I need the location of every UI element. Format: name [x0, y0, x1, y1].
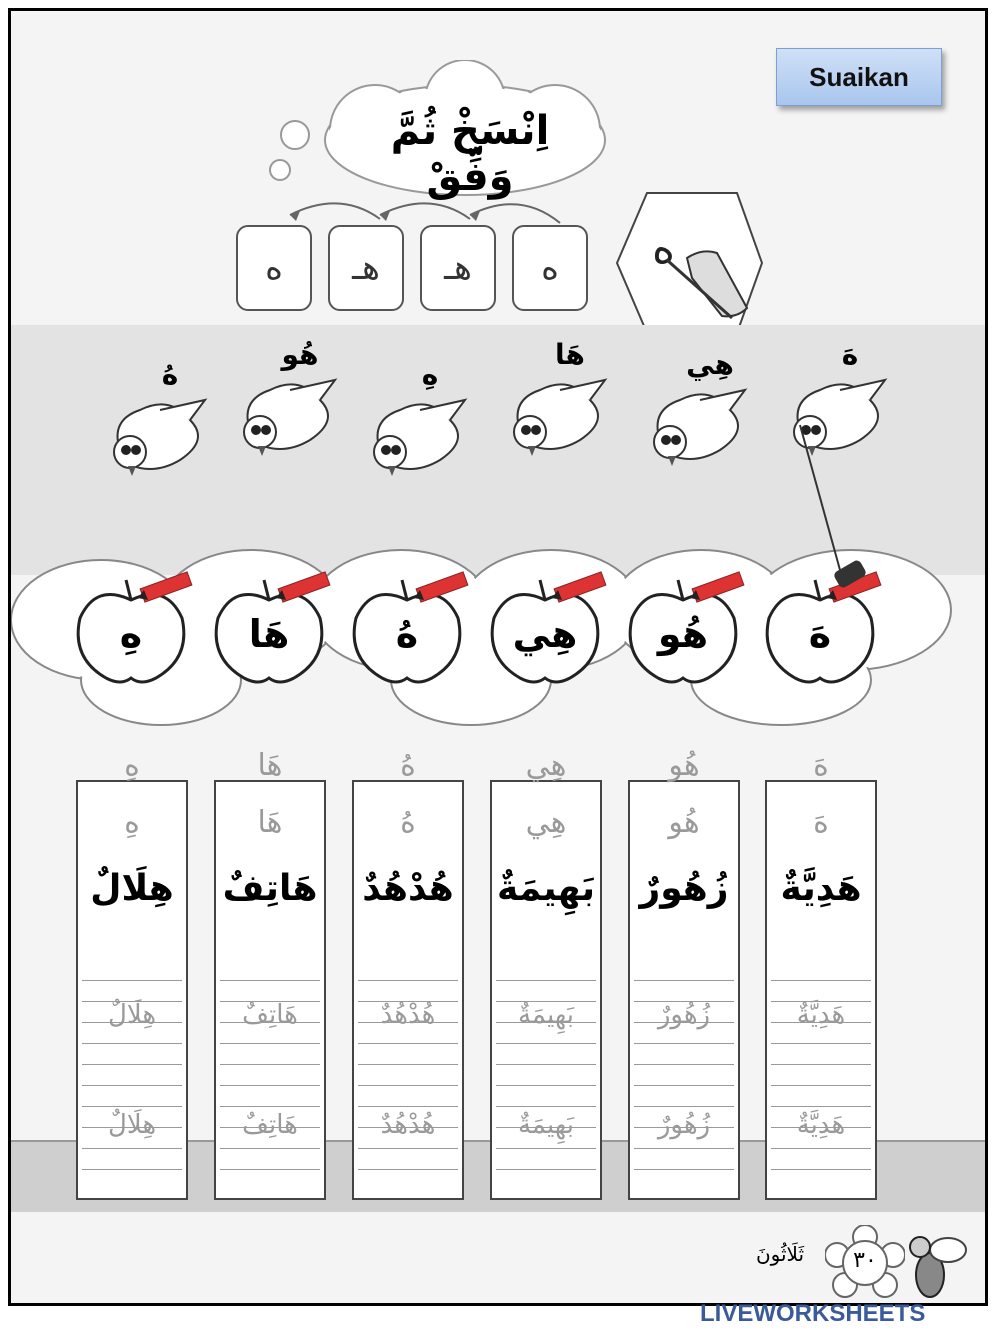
tracing-syllable[interactable]: هُو	[668, 748, 700, 783]
example-word: بَهِيمَةٌ	[497, 868, 595, 909]
apple-label: هِ	[119, 612, 143, 656]
apple-icon	[352, 579, 462, 684]
tracing-syllable[interactable]: هَ	[813, 805, 829, 840]
apple-label: هِي	[512, 612, 578, 656]
tracing-word[interactable]: هُدْهُدٌ	[380, 1000, 436, 1030]
bird-label: هَ	[841, 338, 859, 371]
apple-label: هُ	[395, 612, 419, 656]
hand-writing-guide-icon: ه	[615, 192, 764, 334]
handwriting-lines[interactable]	[634, 960, 734, 1170]
apple-icon	[628, 579, 738, 684]
tracing-word[interactable]: بَهِيمَةٌ	[517, 1000, 575, 1030]
bird-card[interactable]	[100, 380, 220, 490]
bird-card[interactable]	[360, 380, 480, 490]
tracing-syllable[interactable]: هِ	[124, 748, 140, 783]
bird-card[interactable]	[640, 370, 760, 480]
pencil-icon	[690, 571, 745, 603]
handwriting-lines[interactable]	[358, 960, 458, 1170]
tracing-syllable[interactable]: هُ	[400, 748, 416, 783]
tracing-word[interactable]: بَهِيمَةٌ	[517, 1110, 575, 1140]
tracing-word[interactable]: هِلَالٌ	[107, 1000, 157, 1030]
handwriting-lines[interactable]	[771, 960, 871, 1170]
tracing-syllable[interactable]: هِي	[525, 748, 567, 783]
tracing-word[interactable]: هَاتِفٌ	[242, 1110, 298, 1140]
stroke-step-3: هـ	[328, 225, 404, 311]
bird-label: هِ	[421, 358, 439, 391]
bird-label: هَا	[555, 338, 585, 371]
apple-icon	[490, 579, 600, 684]
apple-label: هُو	[657, 612, 709, 656]
apple-target[interactable]	[480, 571, 610, 688]
stroke-step-1: ه	[512, 225, 588, 311]
apple-icon	[214, 579, 324, 684]
tracing-word[interactable]: هِلَالٌ	[107, 1110, 157, 1140]
bird-icon	[513, 378, 608, 456]
example-word: هَاتِفٌ	[222, 868, 318, 909]
example-word: هِلَالٌ	[90, 868, 174, 909]
apple-label: هَا	[248, 612, 290, 656]
apple-target[interactable]	[755, 571, 885, 688]
apple-label: هَ	[808, 612, 832, 656]
example-word: زُهُورٌ	[639, 868, 729, 909]
tracing-word[interactable]: هَدِيَّةٌ	[796, 1000, 846, 1030]
page-number-word: ثَلَاثُونَ	[755, 1242, 805, 1266]
example-word: هُدْهُدٌ	[362, 868, 454, 909]
apple-icon	[76, 579, 186, 684]
suaikan-button[interactable]: Suaikan	[776, 48, 942, 106]
tracing-word[interactable]: زُهُورٌ	[657, 1000, 711, 1030]
apple-target[interactable]	[618, 571, 748, 688]
tracing-word[interactable]: هُدْهُدٌ	[380, 1110, 436, 1140]
liveworksheets-watermark: LIVEWORKSHEETS	[700, 1300, 926, 1327]
stroke-step-2: هـ	[420, 225, 496, 311]
apple-target[interactable]	[66, 571, 196, 688]
tracing-syllable[interactable]: هَا	[257, 805, 283, 840]
tracing-syllable[interactable]: هِ	[124, 805, 140, 840]
tracing-syllable[interactable]: هُو	[668, 805, 700, 840]
stroke-step-4: ه	[236, 225, 312, 311]
apple-icon	[765, 579, 875, 684]
step-arrows	[289, 202, 561, 224]
bird-icon	[373, 398, 468, 476]
handwriting-lines[interactable]	[496, 960, 596, 1170]
bee-icon	[909, 1236, 967, 1298]
apple-target[interactable]	[342, 571, 472, 688]
handwriting-lines[interactable]	[220, 960, 320, 1170]
apple-target[interactable]	[204, 571, 334, 688]
svg-text:ه: ه	[652, 223, 675, 274]
example-word: هَدِيَّةٌ	[780, 868, 862, 909]
pencil-icon	[276, 571, 331, 603]
bird-icon	[653, 388, 748, 466]
page-number: ٣٠	[853, 1248, 877, 1273]
tracing-word[interactable]: هَدِيَّةٌ	[796, 1110, 846, 1140]
bird-card[interactable]	[500, 360, 620, 470]
pencil-icon	[827, 571, 882, 603]
bird-icon	[243, 378, 338, 456]
bird-icon	[793, 378, 888, 456]
pencil-icon	[138, 571, 193, 603]
flower-page-badge-icon	[825, 1225, 905, 1298]
connector-line	[799, 424, 866, 588]
bird-label: هُ	[161, 358, 179, 391]
pencil-icon	[552, 571, 607, 603]
bird-label: هُو	[281, 338, 319, 371]
instruction-title: اِنْسَخْ ثُمَّ وَفِّقْ	[390, 108, 550, 200]
tracing-syllable[interactable]: هَا	[257, 748, 283, 783]
handwriting-lines[interactable]	[82, 960, 182, 1170]
tracing-syllable[interactable]: هِي	[525, 805, 567, 840]
tracing-syllable[interactable]: هُ	[400, 805, 416, 840]
title-cloud	[269, 60, 606, 196]
bird-card[interactable]	[230, 360, 350, 470]
tracing-syllable[interactable]: هَ	[813, 748, 829, 783]
pencil-icon	[414, 571, 469, 603]
bird-card[interactable]	[780, 360, 900, 470]
tracing-word[interactable]: زُهُورٌ	[657, 1110, 711, 1140]
bird-label: هِي	[686, 348, 734, 381]
bird-icon	[113, 398, 208, 476]
tracing-word[interactable]: هَاتِفٌ	[242, 1000, 298, 1030]
